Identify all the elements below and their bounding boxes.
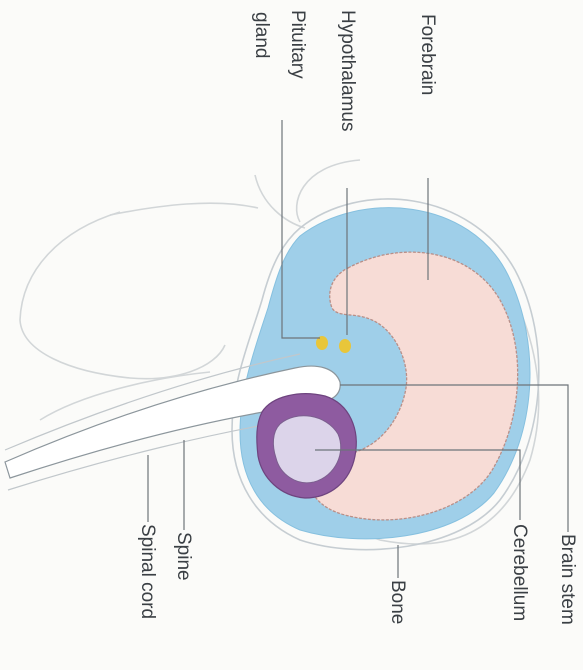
cerebellum-core: [273, 416, 340, 483]
label-forebrain: Forebrain: [418, 14, 437, 95]
label-spine: Spine: [174, 532, 193, 581]
label-bone: Bone: [388, 580, 407, 624]
label-brain-stem: Brain stem: [558, 534, 577, 625]
label-spinal-cord: Spinal cord: [138, 524, 157, 619]
pituitary-dot-2: [339, 339, 351, 353]
label-hypothalamus: Hypothalamus: [338, 10, 357, 131]
label-cerebellum: Cerebellum: [510, 524, 529, 621]
label-pituitary-line2: gland: [252, 12, 271, 59]
label-pituitary-line1: Pituitary: [288, 10, 307, 79]
